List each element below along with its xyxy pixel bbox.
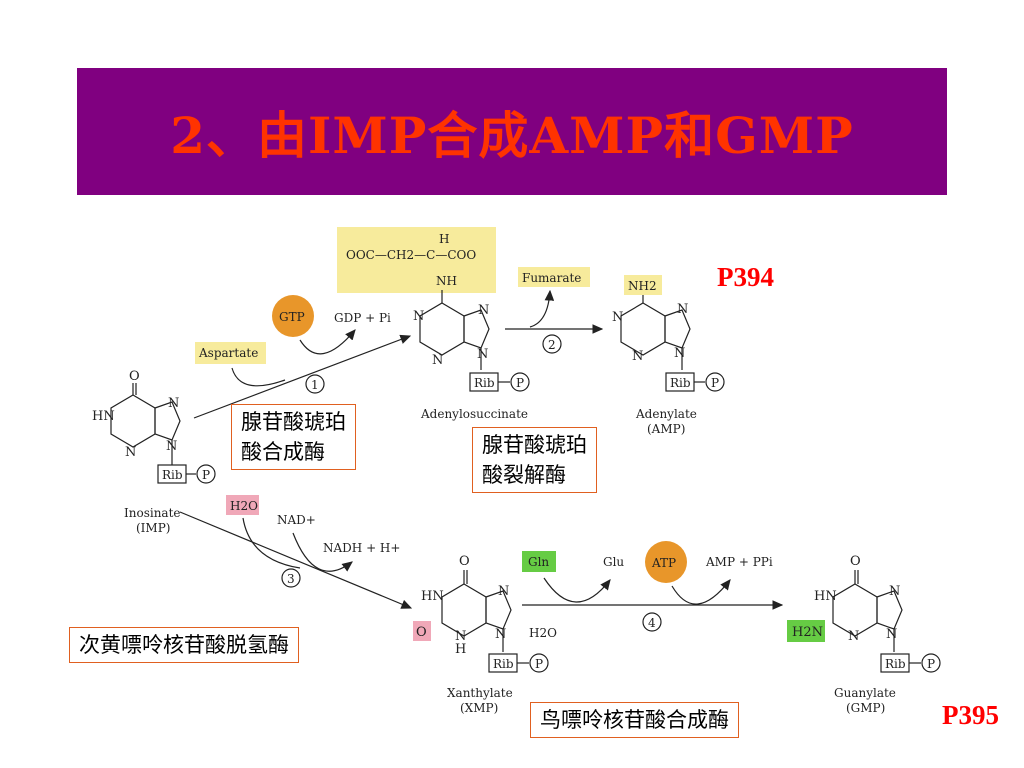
h2o-in-label: H2O (230, 499, 258, 513)
xmp-structure: O HN O N H N N Rib P Xanthylate (XMP) (413, 554, 549, 715)
succinyl-h-label: H (439, 232, 449, 246)
gmp-rib-label: Rib (885, 657, 906, 671)
step-1-number: 1 (311, 378, 319, 392)
xmp-h-label: H (455, 642, 466, 657)
step-1: Aspartate GTP GDP + Pi 1 (193, 295, 412, 419)
amp-p-label: P (711, 376, 719, 390)
gmp-hn-label: HN (814, 589, 837, 604)
glu-label: Glu (603, 555, 624, 569)
title-banner: 2、由IMP合成AMP和GMP (77, 68, 947, 195)
step-3: H2O NAD+ NADH + H+ 3 (179, 495, 413, 609)
xmp-hn-label: HN (421, 589, 444, 604)
xmp-n9-label: N (495, 627, 506, 642)
succinyl-chain-label: OOC—CH2—C—COO (346, 248, 476, 262)
gmp-abbrev: (GMP) (846, 701, 885, 715)
gmp-n3-label: N (848, 629, 859, 644)
enzyme-3-label: 次黄嘌呤核苷酸脱氢酶 (79, 633, 289, 657)
enzyme-4-label: 鸟嘌呤核苷酸合成酶 (540, 708, 729, 732)
enzyme-imp-dehydrogenase: 次黄嘌呤核苷酸脱氢酶 (69, 627, 299, 663)
imp-name: Inosinate (124, 506, 181, 520)
imp-n-label: N (125, 445, 136, 460)
step-4: Gln Glu ATP AMP + PPi H2O 4 (522, 541, 784, 640)
adsuc-p-label: P (516, 376, 524, 390)
h2o-out-label: H2O (529, 626, 557, 640)
succinyl-nh-label: NH (436, 274, 457, 288)
enzyme-adenylosuccinate-synthetase: 腺苷酸琥珀 酸合成酶 (231, 404, 356, 470)
adsuc-rib-label: Rib (474, 376, 495, 390)
xmp-p-label: P (535, 657, 543, 671)
step-2: Fumarate 2 (505, 267, 604, 354)
adsuc-n7-label: N (478, 303, 489, 318)
aspartate-label: Aspartate (198, 346, 258, 360)
gdp-pi-label: GDP + Pi (334, 311, 391, 325)
page-reference-amp: P394 (717, 262, 774, 292)
imp-p-label: P (202, 468, 210, 482)
step-2-number: 2 (548, 338, 556, 352)
adsuc-n3-label: N (432, 353, 443, 368)
gmp-p-label: P (927, 657, 935, 671)
amp-n3-label: N (632, 349, 643, 364)
enzyme-gmp-synthetase: 鸟嘌呤核苷酸合成酶 (530, 702, 739, 738)
xmp-n-label: N (455, 629, 466, 644)
amp-name: Adenylate (635, 407, 697, 421)
imp-abbrev: (IMP) (136, 521, 170, 535)
amp-n1-label: N (612, 310, 623, 325)
adenylosuccinate-name: Adenylosuccinate (420, 407, 528, 421)
amp-rib-label: Rib (670, 376, 691, 390)
imp-structure: O HN N N N Rib P Inosinate (IMP) (92, 369, 216, 535)
enzyme-2-line-1: 腺苷酸琥珀 (482, 433, 587, 457)
enzyme-1-line-2: 酸合成酶 (241, 440, 325, 464)
nad-label: NAD+ (277, 513, 316, 527)
gmp-n7-label: N (889, 584, 900, 599)
amp-structure: NH2 N N N N Rib P Adenylate (AMP) (612, 275, 725, 436)
nadh-label: NADH + H+ (323, 541, 400, 555)
page-reference-gmp: P395 (942, 700, 999, 730)
gtp-label: GTP (279, 310, 305, 324)
imp-rib-label: Rib (162, 468, 183, 482)
xmp-name: Xanthylate (447, 686, 513, 700)
fumarate-label: Fumarate (522, 271, 581, 285)
gmp-name: Guanylate (834, 686, 896, 700)
gmp-structure: O HN H2N N N N Rib P Guanylate (GMP) (787, 554, 941, 715)
amp-abbrev: (AMP) (647, 422, 685, 436)
amp-nh2-label: NH2 (628, 279, 657, 293)
enzyme-1-line-1: 腺苷酸琥珀 (241, 410, 346, 434)
amp-n7-label: N (677, 302, 688, 317)
imp-hn-label: HN (92, 409, 115, 424)
xmp-abbrev: (XMP) (460, 701, 498, 715)
gln-label: Gln (528, 555, 549, 569)
step-4-number: 4 (648, 616, 656, 630)
enzyme-2-line-2: 酸裂解酶 (482, 463, 566, 487)
adsuc-n1-label: N (413, 309, 424, 324)
xmp-rib-label: Rib (493, 657, 514, 671)
adenylosuccinate-structure: OOC—CH2—C—COO H NH N N N N Rib P Adenylo… (337, 227, 530, 421)
xmp-o-top-label: O (459, 554, 470, 569)
gmp-o-label: O (850, 554, 861, 569)
xmp-o-label: O (416, 625, 427, 640)
imp-o-label: O (129, 369, 140, 384)
amp-ppi-label: AMP + PPi (705, 555, 773, 569)
gmp-h2n-label: H2N (792, 625, 823, 640)
imp-n7-label: N (168, 396, 179, 411)
imp-n9-label: N (166, 439, 177, 454)
slide-title: 2、由IMP合成AMP和GMP (170, 105, 854, 165)
adsuc-n9-label: N (477, 347, 488, 362)
gmp-n9-label: N (886, 627, 897, 642)
enzyme-adenylosuccinate-lyase: 腺苷酸琥珀 酸裂解酶 (472, 427, 597, 493)
xmp-n7-label: N (498, 584, 509, 599)
atp-label: ATP (651, 556, 676, 570)
amp-n9-label: N (674, 346, 685, 361)
step-3-number: 3 (287, 572, 295, 586)
